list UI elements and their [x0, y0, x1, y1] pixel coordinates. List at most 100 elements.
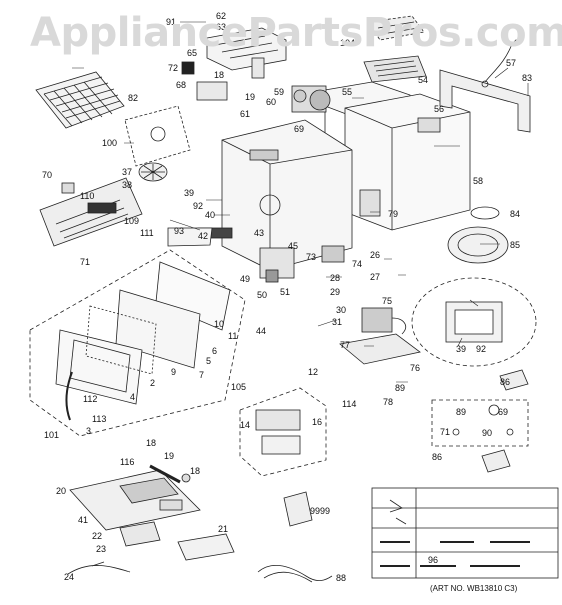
stirrer-part	[138, 162, 168, 182]
callout-100: 100	[102, 138, 117, 148]
callout-85: 85	[510, 240, 520, 250]
bottom-cover-part	[69, 469, 201, 531]
callout-6: 6	[212, 346, 217, 356]
power-cord-part	[481, 39, 521, 88]
door-handle-part	[65, 371, 73, 421]
callout-41: 41	[78, 515, 88, 525]
callout-93: 93	[174, 226, 184, 236]
callout-19-upper: 19	[245, 92, 255, 102]
callout-29: 29	[330, 287, 340, 297]
callout-44: 44	[256, 326, 266, 336]
callout-38: 38	[122, 180, 132, 190]
base-plate-part	[339, 333, 421, 365]
damper-part	[367, 15, 425, 41]
callout-72: 72	[168, 63, 178, 73]
callout-20: 20	[56, 486, 66, 496]
callout-71-lower: 71	[440, 427, 450, 437]
callout-16: 16	[312, 417, 322, 427]
callout-45: 45	[288, 241, 298, 251]
stirrer-cover-part	[124, 105, 191, 167]
callout-4: 4	[130, 392, 135, 402]
filter-kit-boundary	[239, 387, 327, 477]
callout-116: 116	[120, 457, 134, 467]
callout-71-upper: 71	[80, 257, 90, 267]
callout-50: 50	[257, 290, 267, 300]
art-number: (ART NO. WB13810 C3)	[430, 584, 518, 593]
callout-42: 42	[198, 231, 208, 241]
door-assembly-boundary	[29, 249, 246, 437]
callout-56: 56	[434, 104, 444, 114]
vent-grille-part	[39, 177, 143, 247]
callout-92-upper: 92	[193, 201, 203, 211]
callout-43: 43	[254, 228, 264, 238]
callout-110: 110	[80, 191, 94, 201]
callout-3: 3	[86, 426, 91, 436]
callout-26: 26	[370, 250, 380, 260]
light-lens-part	[177, 533, 235, 561]
callout-11: 11	[228, 331, 237, 341]
callout-113: 113	[92, 414, 106, 424]
leader-lines	[72, 21, 529, 383]
callout-23: 23	[96, 544, 106, 554]
hardware-panel-boundary	[431, 399, 529, 447]
transformer-part	[361, 307, 406, 335]
wire-harness-part	[67, 561, 333, 583]
vent-part	[363, 55, 427, 83]
lamp-socket-part	[149, 464, 191, 484]
callout-18-lower-b: 18	[190, 466, 200, 476]
hardware-chart-box	[371, 487, 559, 579]
door-seal-part	[167, 227, 213, 247]
callout-89-lower: 89	[456, 407, 466, 417]
callout-18-upper: 18	[214, 70, 224, 80]
grease-filter-part	[35, 71, 125, 129]
callout-111: 111	[140, 228, 154, 238]
callout-74: 74	[352, 259, 362, 269]
callout-2: 2	[150, 378, 155, 388]
callout-83: 83	[522, 73, 532, 83]
fan-motor-part	[291, 85, 331, 113]
callout-10: 10	[214, 319, 224, 329]
callout-24: 24	[64, 572, 74, 582]
callout-77: 77	[340, 340, 350, 350]
callout-105: 105	[231, 382, 246, 392]
callout-101: 101	[44, 430, 59, 440]
mounting-rail-part	[206, 27, 287, 79]
callout-40: 40	[205, 210, 215, 220]
callout-73: 73	[306, 252, 316, 262]
callout-31: 31	[332, 317, 342, 327]
callout-49: 49	[240, 274, 250, 284]
lamp-cover-part	[119, 521, 161, 547]
callout-28: 28	[330, 273, 340, 283]
callout-9: 9	[171, 367, 176, 377]
door-frame-part	[55, 261, 231, 405]
callout-27: 27	[370, 272, 380, 282]
callout-61: 61	[240, 109, 250, 119]
callout-69-upper: 69	[294, 124, 304, 134]
rear-bracket-part	[439, 69, 531, 133]
callout-69-lower: 69	[498, 407, 508, 417]
turntable-tray-part	[447, 226, 509, 264]
callout-90: 90	[482, 428, 492, 438]
callout-57: 57	[506, 58, 516, 68]
callout-86-lower: 86	[432, 452, 442, 462]
turntable-support-part	[470, 206, 500, 220]
callout-22: 22	[92, 531, 102, 541]
callout-12: 12	[308, 367, 318, 377]
callout-79: 79	[388, 209, 398, 219]
callout-59: 59	[274, 87, 284, 97]
callout-109: 109	[124, 216, 139, 226]
callout-62: 62	[216, 11, 226, 21]
callout-9999: 9999	[310, 506, 330, 516]
callout-51: 51	[280, 287, 290, 297]
magnetron-detail-boundary	[411, 277, 537, 367]
callout-14: 14	[240, 420, 250, 430]
callout-75: 75	[382, 296, 392, 306]
callout-55: 55	[342, 87, 352, 97]
callout-96: 96	[428, 555, 438, 565]
small-bracket-part	[181, 61, 228, 101]
cavity-part	[221, 119, 381, 271]
callout-88: 88	[336, 573, 346, 583]
callout-37: 37	[122, 167, 132, 177]
